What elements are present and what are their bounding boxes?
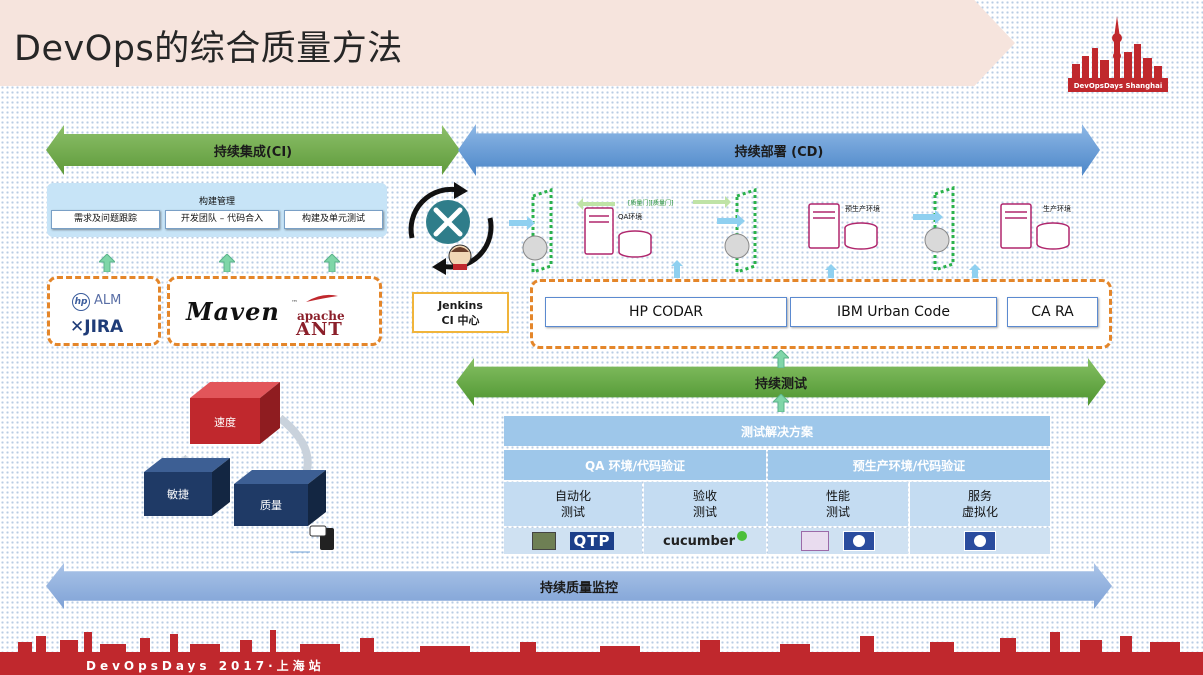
prod-env-label: 生产环境: [1043, 205, 1071, 213]
qa-env-label: QA环境: [618, 213, 643, 221]
up-arrow-icon: [773, 350, 789, 368]
jmeter-icon: [801, 531, 829, 551]
testing-arrow-label: 持续测试: [754, 376, 807, 392]
category-performance: 性能测试: [768, 482, 908, 526]
devopsdays-logo: DevOpsDays Shanghai: [1062, 8, 1174, 104]
title-banner: [0, 0, 1015, 86]
up-arrow-icon: [219, 254, 235, 272]
cucumber-logo: cucumber: [662, 533, 735, 549]
cd-arrow: 持续部署 (CD): [458, 124, 1100, 176]
quality-gate-label: [质量门][质量门]: [628, 200, 674, 207]
up-arrow-icon: [99, 254, 115, 272]
build-item-code-merge: 开发团队 – 代码合入: [165, 210, 279, 229]
virtualization-logos: [910, 528, 1050, 554]
footer-text: DevOpsDays 2017·上海站: [86, 659, 325, 673]
cd-arrow-label: 持续部署 (CD): [734, 144, 824, 160]
logo-text: DevOpsDays Shanghai: [1074, 82, 1163, 90]
hp-icon: hp: [72, 293, 90, 311]
up-arrow-icon: [773, 394, 789, 412]
trademark-icon: ™: [291, 299, 298, 307]
build-management-panel: 构建管理 需求及问题跟踪 开发团队 – 代码合入 构建及单元测试: [47, 183, 387, 237]
build-management-title: 构建管理: [198, 197, 235, 207]
cucumber-icon: [737, 531, 747, 541]
acceptance-logos: cucumber: [644, 528, 766, 554]
page-title: DevOps的综合质量方法: [14, 29, 403, 69]
ci-arrow-label: 持续集成(CI): [213, 144, 293, 160]
deploy-tool-ibm-urban-code: IBM Urban Code: [790, 297, 997, 327]
category-acceptance: 验收测试: [644, 482, 766, 526]
automation-logos: QTP: [504, 528, 642, 554]
hp-service-virtualization-icon: [964, 531, 996, 551]
build-item-unit-test: 构建及单元测试: [284, 210, 383, 229]
cube-agile-label: 敏捷: [167, 487, 189, 501]
ci-arrow: 持续集成(CI): [46, 125, 460, 175]
test-solution-header: 测试解决方案: [504, 416, 1050, 446]
deployment-pipeline: [509, 186, 1070, 278]
preprod-group-header: 预生产环境/代码验证: [768, 450, 1050, 480]
build-item-requirements: 需求及问题跟踪: [51, 210, 160, 229]
up-arrow-icon: [324, 254, 340, 272]
monitoring-arrow-label: 持续质量监控: [539, 580, 618, 596]
jenkins-cycle-icon: [398, 178, 502, 278]
category-automation: 自动化测试: [504, 482, 642, 526]
jenkins-ci-center: Jenkins CI 中心: [412, 292, 509, 333]
performance-logos: [768, 528, 908, 554]
category-service-virtualization: 服务虚拟化: [910, 482, 1050, 526]
maven-logo: Maven: [186, 297, 280, 326]
preprod-env-label: 预生产环境: [845, 205, 880, 213]
footer-skyline: [0, 630, 1203, 675]
build-tools-box: Maven ™ apache ANT: [167, 276, 382, 346]
qtp-logo: QTP: [569, 532, 615, 550]
cube-quality-label: 质量: [260, 499, 282, 512]
deploy-tool-hp-codar: HP CODAR: [545, 297, 787, 327]
apache-logo-text: apache: [297, 309, 345, 323]
monitoring-arrow: 持续质量监控: [46, 563, 1112, 609]
selenium-icon: [531, 532, 556, 550]
jira-logo: ✕JIRA: [70, 317, 124, 337]
hp-loadrunner-icon: [843, 531, 875, 551]
jenkins-label: Jenkins: [438, 299, 483, 312]
ci-center-label: CI 中心: [441, 314, 480, 327]
ant-logo: ANT: [296, 319, 343, 340]
qa-group-header: QA 环境/代码验证: [504, 450, 766, 480]
deploy-tool-ca-ra: CA RA: [1007, 297, 1098, 327]
quality-cubes: 速度 敏捷 质量: [144, 382, 334, 553]
apache-feather-icon: [306, 294, 338, 302]
cube-speed-label: 速度: [214, 415, 236, 429]
